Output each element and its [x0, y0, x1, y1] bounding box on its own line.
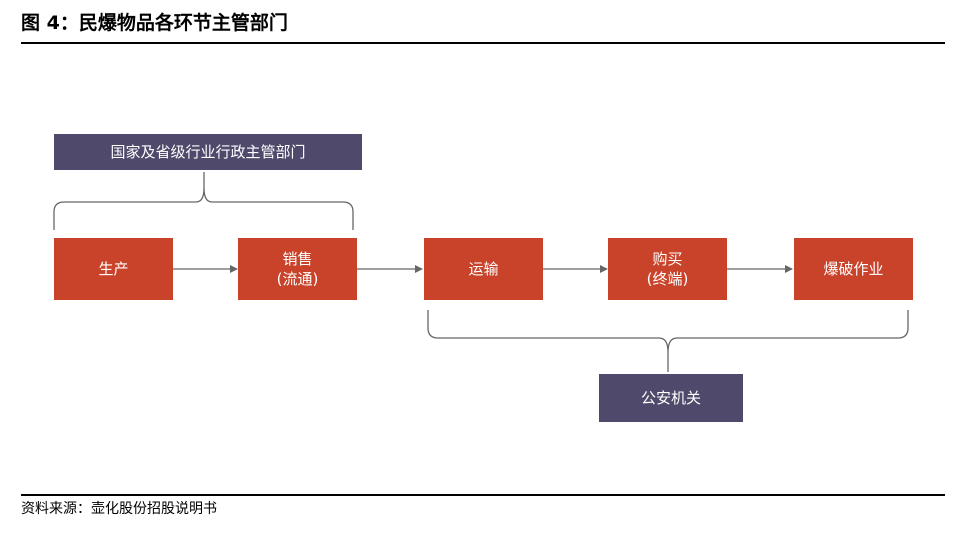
step-sales-label: 销售	[282, 250, 313, 268]
step-purchase-label: 购买	[652, 250, 683, 268]
step-blasting-label: 爆破作业	[823, 260, 884, 278]
step-sales-sublabel: (流通)	[276, 270, 319, 288]
step-production-label: 生产	[98, 260, 129, 278]
top-brace	[53, 172, 354, 230]
top-authority-box: 国家及省级行业行政主管部门	[54, 134, 362, 170]
step-transport-box: 运输	[424, 238, 543, 300]
step-purchase-box: 购买 (终端)	[608, 238, 727, 300]
top-authority-label: 国家及省级行业行政主管部门	[110, 143, 306, 161]
bottom-authority-label: 公安机关	[640, 389, 701, 407]
step-purchase-sublabel: (终端)	[646, 270, 689, 288]
step-sales-box: 销售 (流通)	[238, 238, 357, 300]
step-production-box: 生产	[54, 238, 173, 300]
bottom-rule	[21, 494, 945, 496]
bottom-authority-box: 公安机关	[599, 374, 743, 422]
step-blasting-box: 爆破作业	[794, 238, 913, 300]
top-rule	[21, 42, 945, 44]
step-transport-label: 运输	[468, 260, 499, 278]
source-note: 资料来源：壶化股份招股说明书	[21, 501, 217, 517]
bottom-brace	[427, 310, 909, 372]
figure-title: 图 4：民爆物品各环节主管部门	[21, 12, 288, 34]
